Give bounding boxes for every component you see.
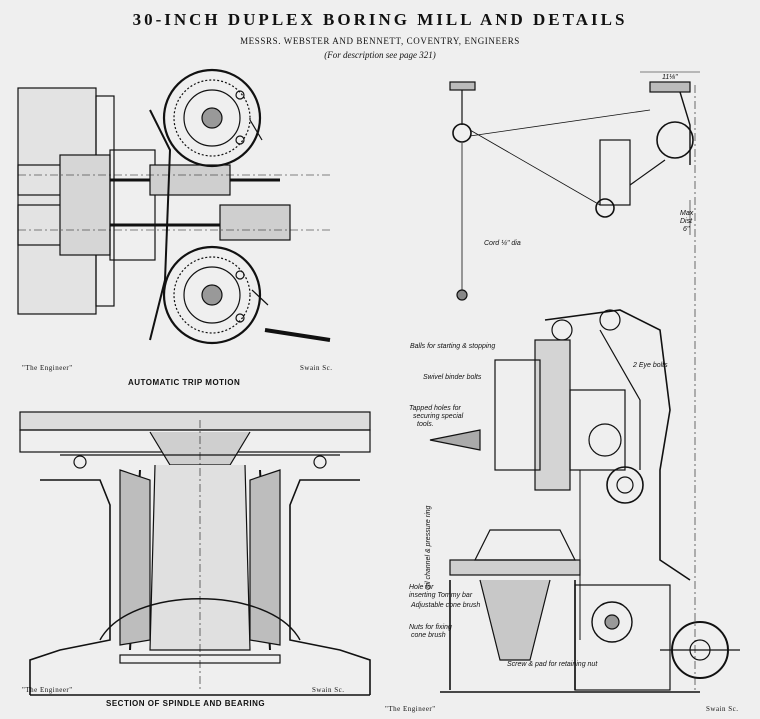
max-label-2: Dist <box>680 218 693 225</box>
tapped-label-2: securing special <box>413 413 464 420</box>
mill-credit-right: Swain Sc. <box>706 705 739 713</box>
hole-label-2: inserting Tommy bar <box>409 592 473 599</box>
trip-credit-left: "The Engineer" <box>22 364 73 372</box>
swivel-label: Swivel binder bolts <box>423 374 482 381</box>
nuts-label-2: cone brush <box>411 632 446 639</box>
mill-elevation-drawing <box>429 71 740 693</box>
max-label-3: 6" <box>683 226 690 233</box>
balls-label: Balls for starting & stopping <box>410 343 496 350</box>
page-title: 30-INCH DUPLEX BORING MILL AND DETAILS <box>132 10 628 29</box>
mill-credit-left: "The Engineer" <box>385 705 436 713</box>
nuts-label-1: Nuts for fixing <box>409 624 452 631</box>
spindle-credit-right: Swain Sc. <box>312 686 345 694</box>
cord-label: Cord ¼" dia <box>484 240 521 247</box>
screw-label: Screw & pad for retaining nut <box>507 661 598 668</box>
page-subtitle: MESSRS. WEBSTER AND BENNETT, COVENTRY, E… <box>240 36 520 46</box>
tapped-label-3: tools. <box>417 421 434 428</box>
adjustable-label: Adjustable cone brush <box>411 602 481 609</box>
trip-motion-drawing <box>17 68 331 345</box>
max-label-1: Max <box>680 210 694 217</box>
dim-top-label: 11⅛" <box>662 74 678 81</box>
eye-bolts-label: 2 Eye bolts <box>633 362 668 369</box>
page-note: (For description see page 321) <box>324 50 436 60</box>
spindle-caption: SECTION OF SPINDLE AND BEARING <box>106 699 266 708</box>
trip-credit-right: Swain Sc. <box>300 364 333 372</box>
tapped-label-1: Tapped holes for <box>409 405 461 412</box>
hole-label-1: Hole for <box>409 584 434 591</box>
spindle-credit-left: "The Engineer" <box>22 686 73 694</box>
oil-label: Oil channel & pressure ring <box>425 505 432 590</box>
trip-caption: AUTOMATIC TRIP MOTION <box>128 378 241 387</box>
spindle-section-drawing <box>19 411 371 696</box>
